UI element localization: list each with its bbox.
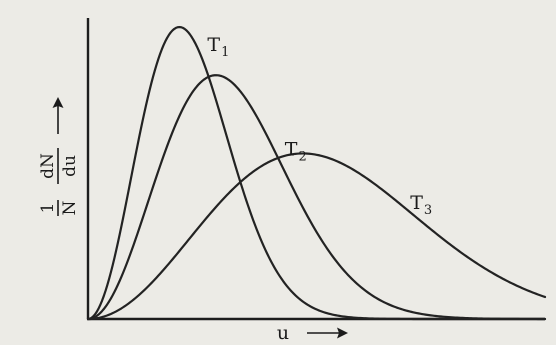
series-curve-2 bbox=[86, 74, 547, 321]
y-label-fraction-denominator: N bbox=[60, 200, 80, 215]
chart-axes bbox=[86, 18, 545, 321]
series-label-sub-3: 3 bbox=[424, 203, 432, 218]
series-curve-3 bbox=[86, 152, 547, 321]
series-curves bbox=[86, 25, 547, 321]
y-label-derivative-denominator: du bbox=[60, 155, 80, 177]
x-label-arrow-head bbox=[337, 327, 348, 339]
x-axis-label: u bbox=[277, 322, 348, 344]
y-label-derivative-numerator: dN bbox=[38, 153, 58, 179]
x-label-text: u bbox=[277, 322, 289, 344]
y-axis-label: 1 N dN du bbox=[38, 97, 80, 216]
series-label-sub-1: 1 bbox=[221, 45, 229, 60]
y-label-fraction-numerator: 1 bbox=[38, 203, 58, 214]
y-label-arrow-head bbox=[52, 97, 64, 108]
series-label-2: T2 bbox=[285, 138, 307, 164]
series-label-1: T1 bbox=[207, 34, 229, 60]
series-label-sub-2: 2 bbox=[298, 149, 306, 164]
